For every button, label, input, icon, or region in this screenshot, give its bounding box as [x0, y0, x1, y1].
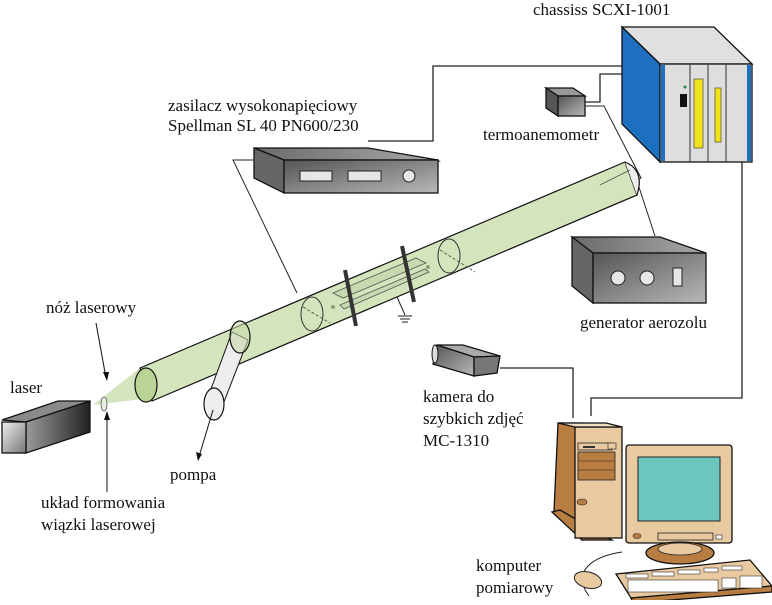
tube-axis-dash	[302, 306, 331, 324]
keyboard-keys	[625, 565, 763, 593]
wire-camera-computer	[500, 367, 574, 418]
beam-optics-label-line1: układ formowania	[41, 493, 166, 512]
ground-wire	[396, 296, 406, 316]
wire-power-supply-electrodes	[232, 159, 298, 294]
laser-front	[1, 421, 27, 454]
key-block	[627, 579, 719, 593]
indicator-strip	[714, 87, 722, 143]
pump-tube-end	[203, 387, 225, 421]
led-icon	[683, 85, 687, 89]
laser-device	[1, 400, 91, 454]
tube-inner-line	[599, 169, 631, 186]
beam-optics-label-line2: wiązki laserowej	[41, 515, 156, 534]
electrode-plate	[332, 257, 427, 299]
power-button-icon	[576, 498, 588, 506]
monitor-indicator	[715, 534, 723, 540]
tube-body	[139, 161, 638, 402]
monitor-neck	[657, 542, 703, 556]
knob-icon	[610, 270, 626, 286]
pump-arrow	[197, 409, 214, 461]
camera-back	[473, 355, 501, 377]
electrode-rod	[343, 269, 358, 327]
mouse-icon	[573, 570, 603, 590]
tube-end	[624, 161, 640, 196]
chassis-label: chassiss SCXI-1001	[533, 0, 670, 19]
laser-knife-label: nóż laserowy	[46, 298, 137, 317]
arrow-head-icon	[103, 372, 109, 381]
connection-wires	[232, 65, 743, 418]
high-speed-camera	[431, 344, 501, 377]
key	[703, 567, 719, 573]
measurement-computer	[550, 422, 772, 604]
key	[677, 569, 701, 575]
electrode-rod	[400, 245, 416, 303]
floppy-slot	[583, 446, 595, 448]
display-window	[347, 170, 382, 182]
high-voltage-power-supply	[253, 147, 441, 195]
camera-label-line1: kamera do	[423, 387, 494, 406]
tube-front-cap	[134, 367, 158, 403]
arrow-head-icon	[196, 452, 202, 461]
thermoanemometer-front	[557, 95, 586, 117]
computer-label-line2: pomiarowy	[476, 578, 554, 597]
generator-top	[570, 236, 707, 254]
tube-axis-dash	[439, 249, 476, 273]
mouse-cable	[582, 551, 623, 597]
switch-icon	[680, 94, 687, 107]
electrode-node	[331, 305, 335, 309]
wire-chassis-computer	[590, 160, 743, 416]
laser-knife-arrow	[95, 322, 107, 379]
monitor-screen	[637, 456, 721, 522]
aerosol-generator-label: generator aerozolu	[580, 313, 707, 332]
key-block	[739, 575, 763, 589]
camera-lens-icon	[431, 344, 439, 364]
monitor-control-panel	[657, 532, 714, 541]
beam-lens-icon	[100, 396, 108, 412]
tube-ring	[437, 238, 461, 274]
knob-icon	[639, 270, 655, 286]
chassis-front	[659, 63, 753, 163]
camera-label-line3: MC-1310	[423, 431, 489, 450]
pump-tube-top-cap	[229, 320, 251, 354]
wire-thermoanemometer-chassis	[585, 73, 622, 103]
chassis-front-stripe-right	[747, 65, 751, 161]
chassis-front-stripe-left	[661, 65, 665, 161]
electrode-node	[426, 265, 430, 269]
thermoanemometer-label: termoanemometr	[483, 125, 599, 144]
tower-top	[557, 422, 623, 428]
tube-ring	[300, 296, 324, 332]
key	[721, 565, 743, 571]
monitor-power-icon	[632, 533, 642, 539]
tower-button	[607, 442, 617, 450]
wire-power-supply-chassis	[368, 65, 622, 142]
power-supply-label-line2: Spellman SL 40 PN600/230	[168, 116, 359, 135]
arrow-head-icon	[104, 411, 110, 420]
drive-bays	[577, 451, 616, 481]
laser-label: laser	[10, 378, 42, 397]
key-block	[721, 577, 737, 589]
chassis-scxi	[620, 25, 754, 164]
thermoanemometer	[543, 86, 588, 118]
switch-icon	[672, 267, 683, 287]
power-supply-label-line1: zasilacz wysokonapięciowy	[168, 96, 358, 115]
flow-tube	[93, 161, 640, 412]
power-supply-top	[253, 147, 439, 161]
electrode-plate	[339, 268, 430, 310]
display-window	[299, 170, 333, 182]
knob-icon	[402, 169, 416, 183]
key	[651, 571, 675, 577]
pump-label: pompa	[170, 465, 217, 484]
terminal-block	[693, 78, 704, 149]
camera-label-line2: szybkich zdjęć	[423, 409, 524, 428]
pump-branch	[196, 320, 251, 461]
key	[625, 573, 649, 579]
computer-label-line1: komputer	[476, 556, 541, 575]
aerosol-generator	[570, 235, 707, 305]
